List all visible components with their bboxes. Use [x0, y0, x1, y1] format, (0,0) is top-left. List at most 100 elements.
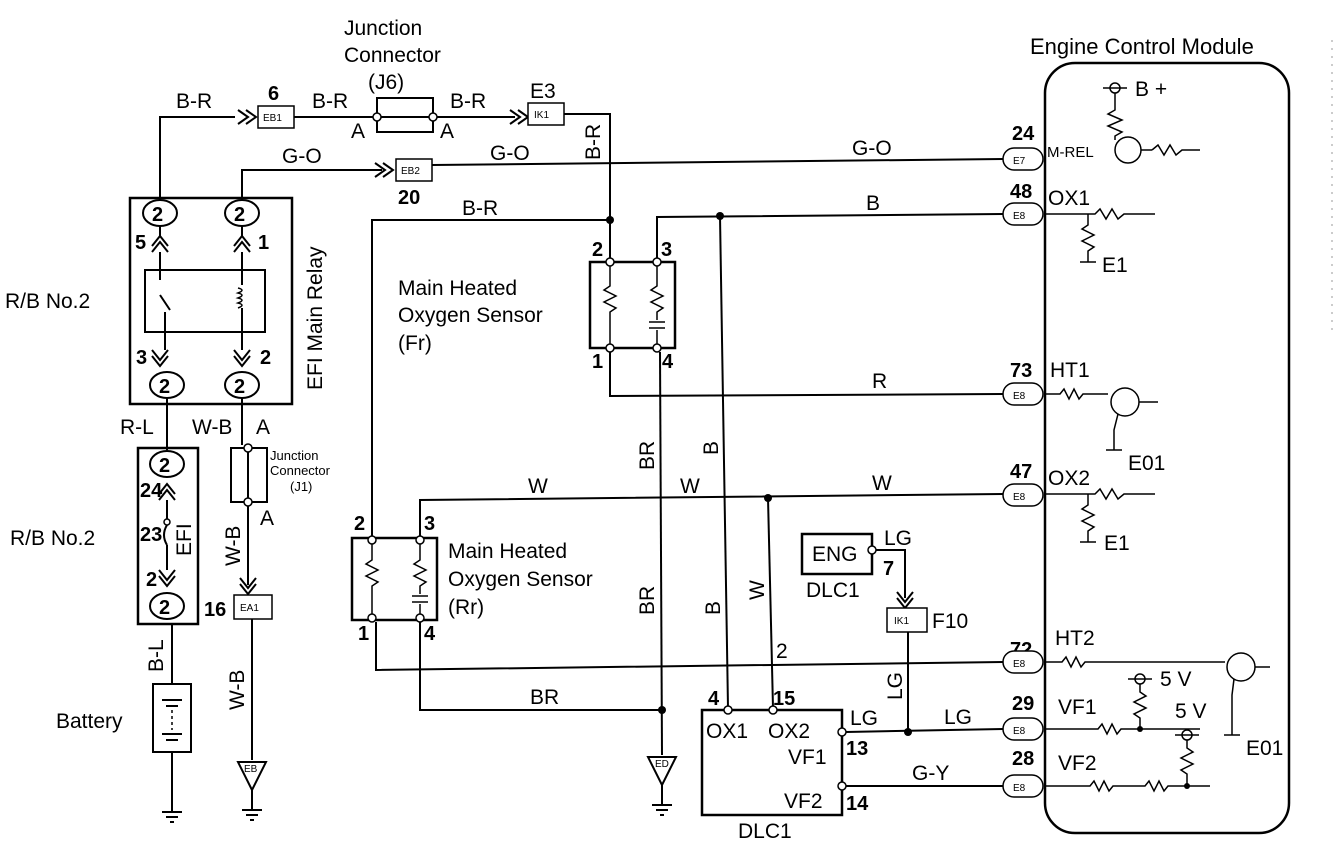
svg-text:A: A: [351, 120, 365, 143]
transistor-icon: [1114, 136, 1142, 164]
wire-b-3: B: [702, 601, 725, 615]
svg-text:LG: LG: [884, 527, 912, 550]
wire-b-1: B: [866, 192, 880, 215]
svg-text:23: 23: [140, 524, 162, 546]
svg-text:EA1: EA1: [240, 603, 259, 614]
svg-text:VF2: VF2: [784, 790, 823, 813]
svg-text:A: A: [440, 120, 454, 143]
svg-text:4: 4: [708, 688, 720, 710]
svg-text:Junction: Junction: [270, 448, 318, 463]
svg-text:EB2: EB2: [401, 166, 420, 177]
svg-text:DLC1: DLC1: [738, 820, 792, 843]
battery-label: Battery: [56, 710, 123, 733]
svg-text:48: 48: [1010, 181, 1032, 203]
wire-brw-2: BR: [636, 586, 659, 615]
svg-text:Oxygen Sensor: Oxygen Sensor: [448, 568, 593, 591]
ecm-5v-a: 5 V: [1160, 668, 1192, 691]
wire-w-3: W: [872, 472, 892, 495]
svg-text:VF2: VF2: [1058, 752, 1097, 775]
ecm-pin-24: 24 E7 M-REL: [1002, 123, 1094, 171]
wire-go-2: G-O: [490, 142, 530, 165]
svg-text:1: 1: [592, 351, 603, 373]
svg-text:E8: E8: [1013, 211, 1026, 222]
svg-text:E7: E7: [1013, 156, 1026, 167]
svg-text:EB: EB: [244, 764, 258, 775]
ecm-pin-47: 47 E8 OX2: [1002, 461, 1090, 507]
svg-text:4: 4: [662, 351, 674, 373]
svg-text:M-REL: M-REL: [1047, 144, 1094, 161]
wire-br-5: B-R: [462, 197, 498, 220]
ecm-e1-b: E1: [1104, 532, 1130, 555]
svg-text:(J1): (J1): [290, 479, 312, 494]
wire-r-1: R: [872, 370, 887, 393]
svg-text:7: 7: [883, 558, 894, 580]
svg-text:6: 6: [268, 83, 279, 105]
fuse-efi: EFI: [173, 523, 196, 556]
svg-text:Main Heated: Main Heated: [448, 540, 567, 563]
dlc1-box: 4 15 OX1 OX2 VF1 VF2 LG 13 14 DLC1: [700, 688, 878, 843]
svg-text:VF1: VF1: [788, 746, 827, 769]
efi-main-relay: [128, 196, 294, 406]
wire-b-2: B: [700, 441, 723, 455]
svg-text:E8: E8: [1013, 659, 1026, 670]
svg-text:47: 47: [1010, 461, 1032, 483]
svg-text:IK1: IK1: [534, 110, 549, 121]
svg-text:DLC1: DLC1: [806, 579, 860, 602]
ecm-bplus: B +: [1135, 78, 1167, 101]
ecm-pin-73: 73 E8 HT1: [1002, 359, 1090, 406]
fuse-rb-label: R/B No.2: [10, 527, 95, 550]
svg-text:(J6): (J6): [368, 71, 404, 94]
wire-gy: G-Y: [912, 762, 949, 785]
ecm-pin-28: 28 E8 VF2: [1002, 748, 1097, 798]
svg-text:ENG: ENG: [812, 543, 858, 566]
ecm-5v-b: 5 V: [1175, 700, 1207, 723]
svg-text:(Rr): (Rr): [448, 596, 484, 619]
svg-text:Connector: Connector: [344, 44, 441, 67]
svg-text:2: 2: [159, 376, 170, 398]
svg-text:A: A: [256, 416, 270, 439]
svg-text:E8: E8: [1013, 492, 1026, 503]
ground-eb-icon: [236, 761, 268, 793]
wire-lg-1: LG: [884, 672, 907, 700]
relay-rb-label: R/B No.2: [5, 290, 90, 313]
svg-text:2: 2: [260, 347, 271, 369]
wire-br-1: B-R: [176, 90, 212, 113]
wire-br-3: B-R: [450, 90, 486, 113]
svg-text:73: 73: [1010, 360, 1032, 382]
ecm-title: Engine Control Module: [1030, 34, 1254, 59]
ecm-box: [1043, 61, 1291, 835]
svg-text:3: 3: [136, 347, 147, 369]
svg-text:E8: E8: [1013, 783, 1026, 794]
junction-connector-j6: Junction Connector (J6) A A: [344, 17, 454, 143]
svg-text:EB1: EB1: [263, 113, 282, 124]
svg-text:Oxygen Sensor: Oxygen Sensor: [398, 304, 543, 327]
svg-text:Main Heated: Main Heated: [398, 277, 517, 300]
svg-text:E8: E8: [1013, 726, 1026, 737]
ecm-e1-a: E1: [1102, 254, 1128, 277]
wire-lg-2: LG: [944, 706, 972, 729]
svg-text:OX2: OX2: [1048, 467, 1090, 490]
wire-wb-2: W-B: [222, 526, 245, 566]
svg-text:24: 24: [140, 480, 163, 502]
svg-text:2: 2: [159, 455, 170, 477]
svg-text:Connector: Connector: [270, 463, 331, 478]
svg-text:14: 14: [846, 793, 869, 815]
svg-text:1: 1: [258, 232, 269, 254]
svg-text:4: 4: [424, 623, 436, 645]
wire-rl: R-L: [120, 416, 154, 439]
wire-wb-1: W-B: [192, 416, 232, 439]
svg-text:(Fr): (Fr): [398, 332, 432, 355]
svg-text:HT1: HT1: [1050, 359, 1090, 382]
wire-w-1: W: [528, 475, 548, 498]
wire-br-4: B-R: [582, 124, 605, 160]
svg-text:E3: E3: [530, 80, 556, 103]
svg-text:ED: ED: [655, 759, 669, 770]
junction-connector-j1: A Junction Connector (J1) A: [230, 416, 331, 530]
sensor-rr: 2 3 1 4 Main Heated Oxygen Sensor (Rr): [350, 513, 593, 645]
svg-text:2: 2: [146, 569, 157, 591]
svg-text:OX1: OX1: [1048, 187, 1090, 210]
svg-text:HT2: HT2: [1055, 627, 1095, 650]
svg-text:OX2: OX2: [768, 720, 810, 743]
svg-text:24: 24: [1012, 123, 1035, 145]
